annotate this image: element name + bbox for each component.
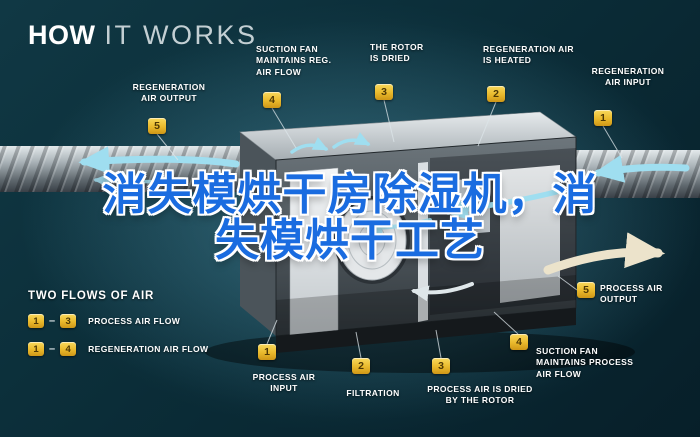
callout-label-suction-fan-process-air: SUCTION FAN MAINTAINS PROCESS AIR FLOW <box>536 346 634 379</box>
airflow-arrows <box>78 132 690 302</box>
callout-label-rotor-is-dried: THE ROTOR IS DRIED <box>370 42 424 64</box>
legend-dash-process: – <box>49 315 56 327</box>
legend-label-process-air-flow: PROCESS AIR FLOW <box>88 316 181 326</box>
title-it-works: IT WORKS <box>104 20 258 50</box>
callout-label-process-air-input: PROCESS AIR INPUT <box>252 372 316 394</box>
overlay-line-2: 失模烘干工艺 <box>215 216 485 266</box>
legend-title: TWO FLOWS OF AIR <box>28 290 155 302</box>
chinese-overlay-title: 消失模烘干房除湿机，消 失模烘干工艺 <box>0 170 700 266</box>
legend: TWO FLOWS OF AIR 1 – 3 PROCESS AIR FLOW … <box>28 290 208 370</box>
page-title: HOW IT WORKS <box>28 20 258 51</box>
callout-badge-2-filtration: 2 <box>352 358 370 374</box>
dehumidifier-cabinet <box>239 111 577 353</box>
callout-badge-1-process-input: 1 <box>258 344 276 360</box>
callout-badge-3-process-dried: 3 <box>432 358 450 374</box>
leader-lines <box>156 99 623 359</box>
callout-label-regeneration-air-output: REGENERATION AIR OUTPUT <box>132 82 206 104</box>
legend-dash-regeneration: – <box>49 343 56 355</box>
callout-badge-1-regeneration-input: 1 <box>594 110 612 126</box>
callout-badge-3-rotor-dried: 3 <box>375 84 393 100</box>
legend-row-process-air: 1 – 3 PROCESS AIR FLOW <box>28 314 208 328</box>
callout-badge-4-suction-fan-process: 4 <box>510 334 528 350</box>
callout-badge-4-suction-fan-reg: 4 <box>263 92 281 108</box>
legend-badge-start-process: 1 <box>28 314 44 328</box>
callout-badge-5-process-output: 5 <box>577 282 595 298</box>
legend-label-regeneration-air-flow: REGENERATION AIR FLOW <box>88 344 209 354</box>
callout-badge-2-air-heated: 2 <box>487 86 505 102</box>
title-how: HOW <box>28 20 96 50</box>
callout-label-regeneration-air-input: REGENERATION AIR INPUT <box>591 66 665 88</box>
legend-row-regeneration-air: 1 – 4 REGENERATION AIR FLOW <box>28 342 208 356</box>
callout-label-suction-fan-reg-air: SUCTION FAN MAINTAINS REG. AIR FLOW <box>256 44 332 77</box>
overlay-line-1: 消失模烘干房除湿机，消 <box>102 170 598 219</box>
legend-badge-start-regeneration: 1 <box>28 342 44 356</box>
callout-label-filtration: FILTRATION <box>346 388 400 398</box>
legend-badge-end-regeneration: 4 <box>60 342 77 356</box>
callout-badge-5-regeneration-output: 5 <box>148 118 166 134</box>
callout-label-process-air-dried-by-rotor: PROCESS AIR IS DRIED BY THE ROTOR <box>427 384 533 406</box>
callout-label-regeneration-air-heated: REGENERATION AIR IS HEATED <box>483 44 574 66</box>
legend-badge-end-process: 3 <box>60 314 77 328</box>
callout-label-process-air-output: PROCESS AIR OUTPUT <box>600 283 663 305</box>
